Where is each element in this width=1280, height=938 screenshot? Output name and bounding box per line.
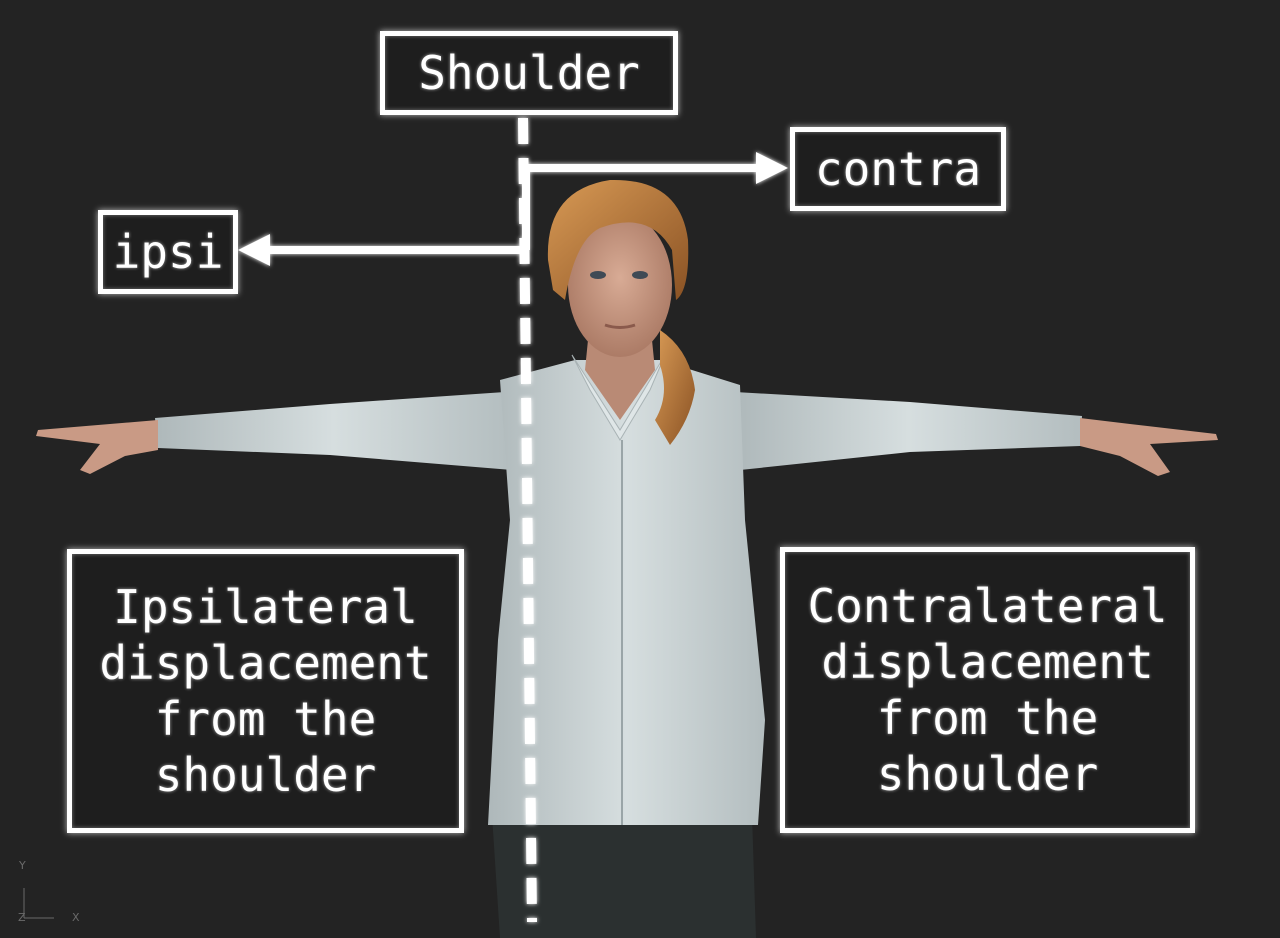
character-figure: [36, 179, 1218, 938]
contralateral-description: Contralateral displacement from the shou…: [807, 579, 1168, 801]
left-arm: [155, 392, 512, 470]
axis-z-label: Z: [18, 911, 26, 924]
shoulder-label: Shoulder: [418, 46, 640, 100]
left-hand: [36, 420, 158, 474]
right-hand: [1080, 418, 1218, 476]
ponytail: [655, 330, 695, 445]
contralateral-description-box: Contralateral displacement from the shou…: [780, 547, 1195, 833]
ipsilateral-description-box: Ipsilateral displacement from the should…: [67, 549, 464, 833]
right-arm: [735, 392, 1082, 470]
contra-label: contra: [814, 142, 982, 196]
contra-arrow-line: [522, 164, 768, 250]
contra-arrow-head: [756, 152, 788, 184]
contra-label-box: contra: [790, 127, 1006, 211]
annotation-lines: [238, 117, 788, 923]
face: [568, 213, 672, 357]
hair: [547, 179, 689, 300]
ipsi-arrow-head: [238, 234, 270, 266]
shoulder-label-box: Shoulder: [380, 31, 678, 115]
pants: [492, 815, 756, 938]
ipsi-label-box: ipsi: [98, 210, 238, 294]
ipsilateral-description: Ipsilateral displacement from the should…: [99, 580, 432, 802]
shoulder-midline: [518, 117, 537, 923]
collar: [571, 354, 666, 441]
ipsi-label: ipsi: [112, 225, 224, 279]
torso-shirt: [488, 360, 765, 825]
axis-gizmo: Y Z X: [14, 856, 94, 926]
axis-x-label: X: [72, 911, 80, 924]
axis-y-label: Y: [19, 859, 26, 872]
